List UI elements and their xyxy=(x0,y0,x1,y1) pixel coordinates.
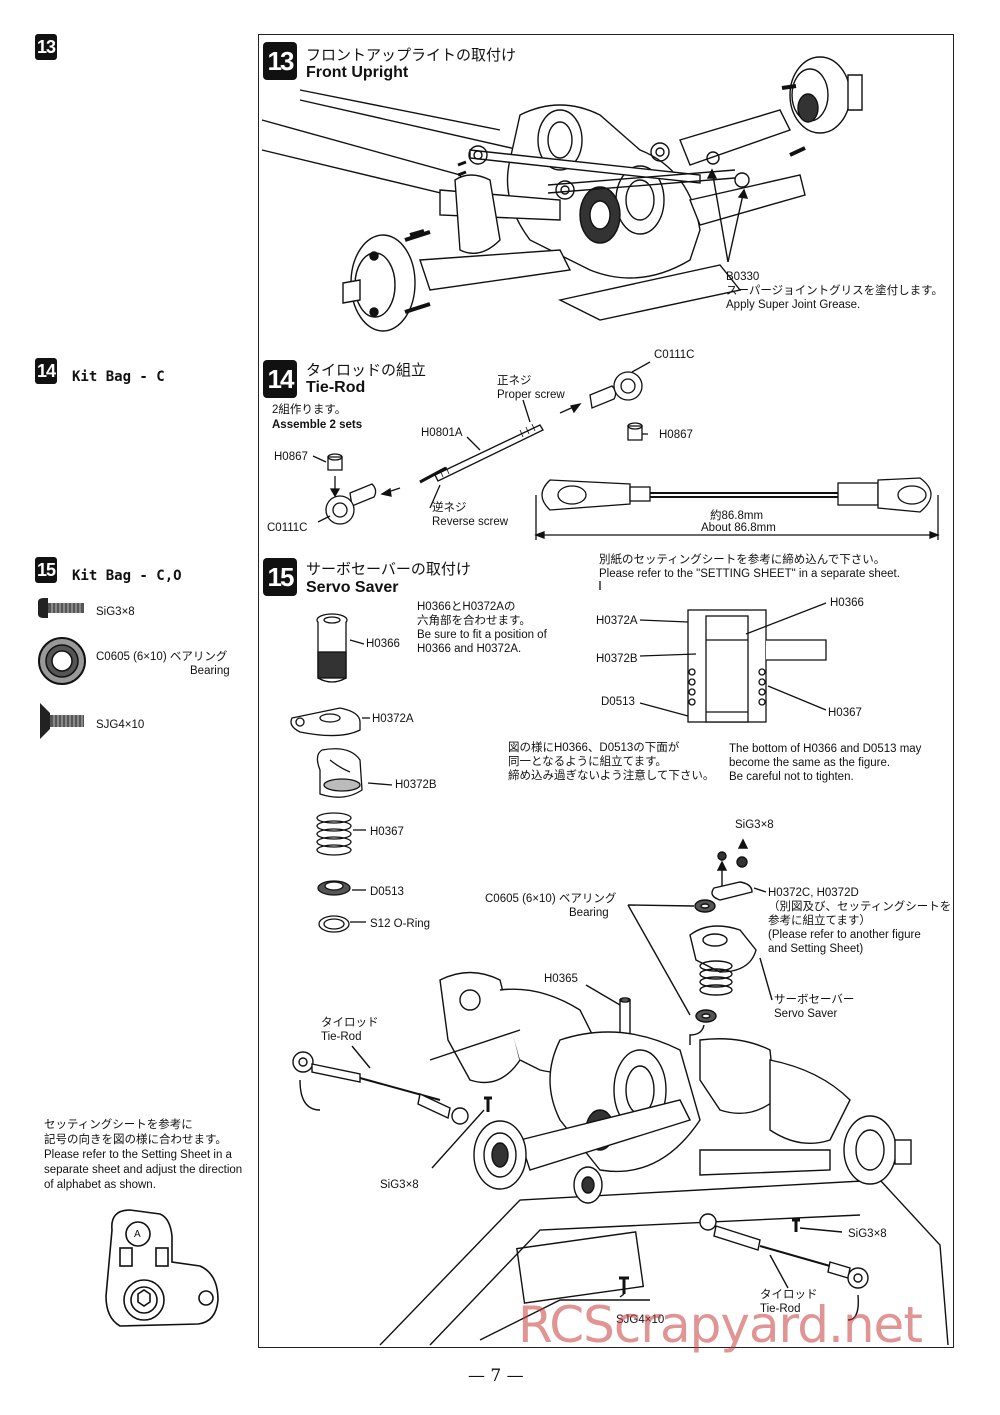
part-screw-label: SiG3×8 xyxy=(96,606,135,618)
section-h0372a: H0372A xyxy=(596,615,638,627)
same-jp-line: 締め込み過ぎないよう注意して下さい。 xyxy=(508,770,715,782)
step14-side-badge: 14 xyxy=(35,358,57,384)
side-note-line: of alphabet as shown. xyxy=(44,1179,156,1191)
side-note: セッティングシートを参考に 記号の向きを図の様に合わせます。 Please re… xyxy=(44,1118,242,1193)
side-note-line: 記号の向きを図の様に合わせます。 xyxy=(44,1134,227,1146)
part-flat-screw-label: SJG4×10 xyxy=(96,719,145,731)
h0372cd-note: （別図及び、セッティングシートを 参考に組立てます） (Please refer… xyxy=(768,900,951,956)
label-h0867-left: H0867 xyxy=(274,451,308,463)
hex-note-line: Be sure to fit a position of xyxy=(417,629,547,641)
step15-title-jp: サーボセーバーの取付け xyxy=(306,560,471,578)
bearing-icon xyxy=(38,637,86,685)
label-sig-right: SiG3×8 xyxy=(848,1228,887,1240)
proper-screw-jp: 正ネジ xyxy=(497,375,532,387)
arm-letter-label: A xyxy=(134,1229,141,1240)
button-head-screw-icon xyxy=(38,598,84,618)
hex-note-line: H0366とH0372Aの xyxy=(417,601,516,613)
stack-h0372b: H0372B xyxy=(395,779,437,791)
section-h0367: H0367 xyxy=(828,707,862,719)
label-h0801a: H0801A xyxy=(421,427,463,439)
label-h0867-right: H0867 xyxy=(659,429,693,441)
stack-o-ring: S12 O-Ring xyxy=(370,918,431,930)
hex-note-line: H0366 and H0372A. xyxy=(417,643,522,655)
step14-kit-label: Kit Bag - C xyxy=(72,369,165,385)
stack-h0367: H0367 xyxy=(370,826,404,838)
label-bearing: C0605 (6×10) ベアリング xyxy=(485,893,617,905)
same-jp-line: 同一となるように組立てます。 xyxy=(508,756,667,768)
part-bearing-label: C0605 (6×10) ベアリング xyxy=(96,651,228,663)
step14-sets-en: Assemble 2 sets xyxy=(272,419,363,431)
section-h0372b: H0372B xyxy=(596,653,638,665)
step15-title-en: Servo Saver xyxy=(306,579,399,596)
stack-d0513: D0513 xyxy=(370,886,404,898)
label-h0372cd: H0372C, H0372D xyxy=(768,887,859,899)
step13-side-badge: 13 xyxy=(35,34,57,60)
label-sig-left: SiG3×8 xyxy=(380,1179,419,1191)
part-bearing-sublabel: Bearing xyxy=(190,665,230,677)
label-c0111c-top: C0111C xyxy=(654,349,695,361)
same-en-line: become the same as the figure. xyxy=(729,757,891,769)
front-upright-assembly-drawing xyxy=(261,56,863,332)
label-c0111c-bottom: C0111C xyxy=(267,522,308,534)
setting-sheet-en: Please refer to the "SETTING SHEET" in a… xyxy=(599,568,900,580)
same-en-line: Be careful not to tighten. xyxy=(729,771,854,783)
step13-note-en: Apply Super Joint Grease. xyxy=(726,299,861,311)
tie-rod-assembly-drawing xyxy=(312,361,940,540)
step13-note-jp: スーパージョイントグリスを塗付します。 xyxy=(726,285,944,297)
label-sig-top: SiG3×8 xyxy=(735,819,774,831)
page-number: — 7 — xyxy=(468,1366,524,1386)
same-jp-line: 図の様にH0366、D0513の下面が xyxy=(508,742,680,754)
same-bottom-en: The bottom of H0366 and D0513 may become… xyxy=(729,742,921,784)
side-note-line: separate sheet and adjust the direction xyxy=(44,1164,243,1176)
reverse-screw-en: Reverse screw xyxy=(432,516,509,528)
flat-head-screw-icon xyxy=(40,703,84,739)
step14-badge: 14 xyxy=(263,360,297,398)
step15-badge: 15 xyxy=(263,558,297,596)
setting-sheet-jp: 別紙のセッティングシートを参考に締め込んで下さい。 xyxy=(599,554,886,566)
dimension-en: About 86.8mm xyxy=(701,522,776,534)
step13-badge: 13 xyxy=(263,42,297,80)
h0372cd-note-line: （別図及び、セッティングシートを xyxy=(768,901,952,913)
step14-title-jp: タイロッドの組立 xyxy=(306,361,427,379)
label-tierod-right-en: Tie-Rod xyxy=(760,1303,801,1315)
h0372cd-note-line: (Please refer to another figure xyxy=(768,929,921,941)
same-bottom-jp: 図の様にH0366、D0513の下面が 同一となるように組立てます。 締め込み過… xyxy=(508,741,714,783)
servo-saver-arm-drawing xyxy=(105,1209,219,1327)
step13-title-jp: フロントアップライトの取付け xyxy=(306,46,517,64)
step14-title-en: Tie-Rod xyxy=(306,379,366,396)
label-h0365: H0365 xyxy=(544,973,578,985)
servo-saver-stack-drawing xyxy=(290,581,827,933)
label-bearing-en: Bearing xyxy=(569,907,609,919)
h0372cd-note-line: 参考に組立てます） xyxy=(768,915,871,927)
step13-title-en: Front Upright xyxy=(306,64,409,81)
stack-h0372a: H0372A xyxy=(372,713,414,725)
label-servo-saver-en: Servo Saver xyxy=(774,1008,838,1020)
hex-note: H0366とH0372Aの 六角部を合わせます。 Be sure to fit … xyxy=(417,600,547,656)
label-tierod-left-jp: タイロッド xyxy=(321,1017,379,1029)
watermark: RCScrapyard.net xyxy=(518,1296,923,1354)
label-tierod-right-jp: タイロッド xyxy=(760,1289,818,1301)
servo-saver-install-drawing xyxy=(292,838,949,1346)
section-h0366: H0366 xyxy=(830,597,864,609)
label-tierod-left-en: Tie-Rod xyxy=(321,1031,362,1043)
h0372cd-note-line: and Setting Sheet) xyxy=(768,943,864,955)
label-sjg: SJG4×10 xyxy=(616,1314,665,1326)
same-en-line: The bottom of H0366 and D0513 may xyxy=(729,743,922,755)
step13-part-label: B0330 xyxy=(726,271,760,283)
stack-h0366: H0366 xyxy=(366,638,400,650)
side-note-line: セッティングシートを参考に xyxy=(44,1119,193,1131)
step14-sets-jp: 2組作ります。 xyxy=(272,404,347,416)
dimension-jp: 約86.8mm xyxy=(710,510,764,522)
proper-screw-en: Proper screw xyxy=(497,389,565,401)
hex-note-line: 六角部を合わせます。 xyxy=(417,615,531,627)
label-servo-saver-jp: サーボセーバー xyxy=(774,994,855,1006)
side-note-line: Please refer to the Setting Sheet in a xyxy=(44,1149,232,1161)
section-d0513: D0513 xyxy=(601,696,635,708)
step15-kit-label: Kit Bag - C,O xyxy=(72,568,182,584)
reverse-screw-jp: 逆ネジ xyxy=(432,502,467,514)
step15-side-badge: 15 xyxy=(35,557,57,583)
instruction-frame xyxy=(258,34,954,1348)
